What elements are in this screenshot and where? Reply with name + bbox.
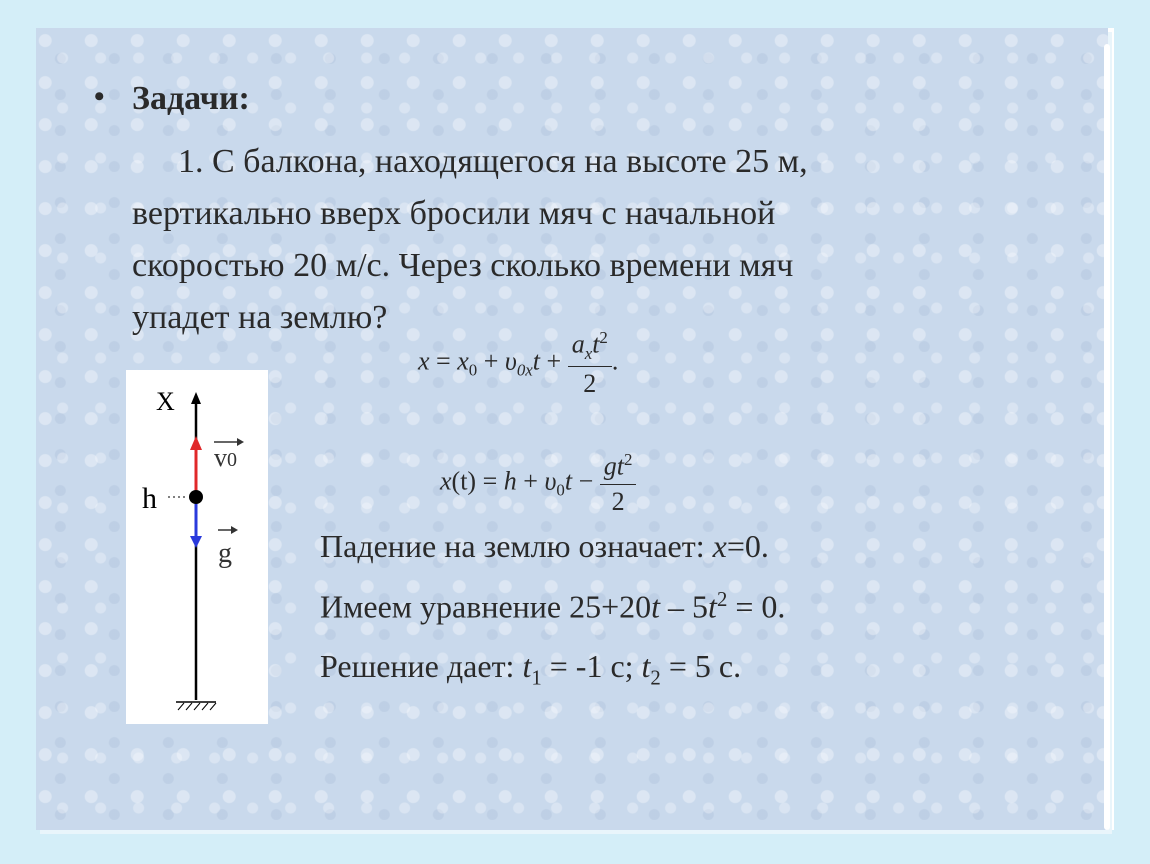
motion-diagram: X v0 g h bbox=[126, 370, 268, 724]
problem-line: вертикально вверх бросили мяч с начально… bbox=[132, 195, 776, 232]
x-axis-label: X bbox=[156, 387, 175, 416]
bullet-marker: • bbox=[94, 80, 105, 113]
slide-edge bbox=[1104, 44, 1110, 830]
velocity-arrow-head bbox=[190, 436, 202, 450]
problem-line: скоростью 20 м/с. Через сколько времени … bbox=[132, 247, 794, 284]
gravity-label: g bbox=[218, 538, 232, 569]
diagram-svg: X v0 g h bbox=[142, 387, 244, 711]
height-label: h bbox=[142, 482, 157, 515]
velocity-label: v0 bbox=[214, 443, 237, 472]
ground-hatching bbox=[177, 702, 217, 711]
equation-line: Имеем уравнение 25+20t – 5t2 = 0. bbox=[320, 588, 786, 625]
problem-statement: 1. С балкона, находящегося на высоте 25 … bbox=[132, 136, 992, 344]
solution-line: Решение дает: t1 = -1 с; t2 = 5 с. bbox=[320, 648, 742, 690]
problem-line: упадет на землю? bbox=[132, 299, 388, 336]
ball bbox=[189, 490, 203, 504]
slide-heading: Задачи: bbox=[132, 80, 250, 117]
problem-line: 1. С балкона, находящегося на высоте 25 … bbox=[178, 143, 808, 180]
gravity-arrow-head bbox=[190, 536, 202, 548]
condition-line: Падение на землю означает: x=0. bbox=[320, 528, 769, 564]
x-axis-arrow bbox=[191, 392, 201, 404]
